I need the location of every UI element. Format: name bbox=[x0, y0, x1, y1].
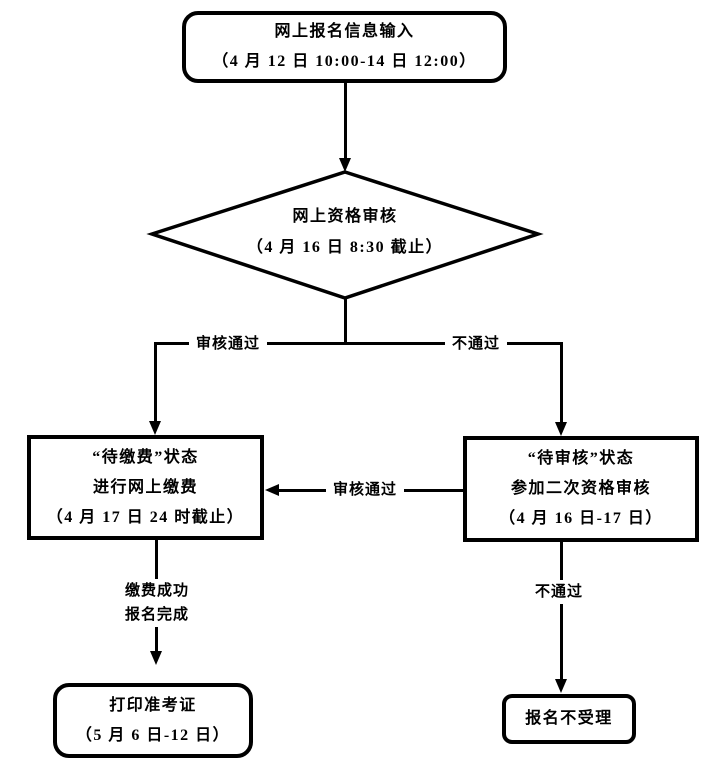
node-registration-input: 网上报名信息输入 （4 月 12 日 10:00-14 日 12:00） bbox=[182, 11, 507, 83]
node-line: “待缴费”状态 bbox=[92, 448, 199, 466]
node-online-review: 网上资格审核 （4 月 16 日 8:30 截止） bbox=[195, 201, 495, 263]
edge-label-pay-done: 缴费成功 报名完成 bbox=[117, 579, 197, 627]
branch-line bbox=[154, 342, 562, 345]
edge-label-second-fail: 不通过 bbox=[527, 580, 591, 604]
edge-label-review-pass: 审核通过 bbox=[188, 332, 268, 356]
arrowhead-down-icon bbox=[339, 158, 351, 172]
node-print-ticket: 打印准考证 （5 月 6 日-12 日） bbox=[53, 683, 253, 758]
connector-input-to-review bbox=[344, 83, 347, 160]
node-line: 参加二次资格审核 bbox=[510, 480, 651, 497]
node-line: 网上资格审核 bbox=[292, 208, 398, 225]
arrowhead-down-icon bbox=[555, 679, 567, 693]
node-line: “待审核”状态 bbox=[527, 450, 635, 467]
node-line: 进行网上缴费 bbox=[92, 478, 198, 496]
node-line: 报名不受理 bbox=[525, 710, 613, 727]
node-registration-rejected: 报名不受理 bbox=[502, 694, 636, 744]
node-second-review: “待审核”状态 参加二次资格审核 （4 月 16 日-17 日） bbox=[463, 436, 699, 542]
connector-branch-to-second-review bbox=[560, 342, 563, 423]
edge-label-line: 报名完成 bbox=[124, 607, 190, 623]
edge-label-line: 缴费成功 bbox=[124, 583, 190, 599]
connector-branch-to-pay bbox=[154, 342, 157, 422]
arrowhead-down-icon bbox=[555, 422, 567, 436]
arrowhead-down-icon bbox=[149, 421, 161, 435]
node-line: （5 月 6 日-12 日） bbox=[75, 726, 231, 744]
node-line: （4 月 12 日 10:00-14 日 12:00） bbox=[212, 53, 477, 70]
node-line: 网上报名信息输入 bbox=[274, 23, 415, 40]
edge-label-second-pass: 审核通过 bbox=[325, 478, 405, 502]
edge-label-review-fail: 不通过 bbox=[444, 332, 508, 356]
node-pending-payment: “待缴费”状态 进行网上缴费 （4 月 17 日 24 时截止） bbox=[27, 435, 264, 540]
connector-review-to-branch bbox=[344, 298, 347, 344]
node-line: （4 月 16 日 8:30 截止） bbox=[246, 239, 444, 256]
node-line: （4 月 17 日 24 时截止） bbox=[46, 508, 245, 526]
connector-second-review-to-rejected bbox=[560, 542, 563, 680]
node-line: 打印准考证 bbox=[109, 696, 197, 714]
node-line: （4 月 16 日-17 日） bbox=[499, 510, 663, 527]
arrowhead-left-icon bbox=[265, 484, 279, 496]
arrowhead-down-icon bbox=[150, 651, 162, 665]
